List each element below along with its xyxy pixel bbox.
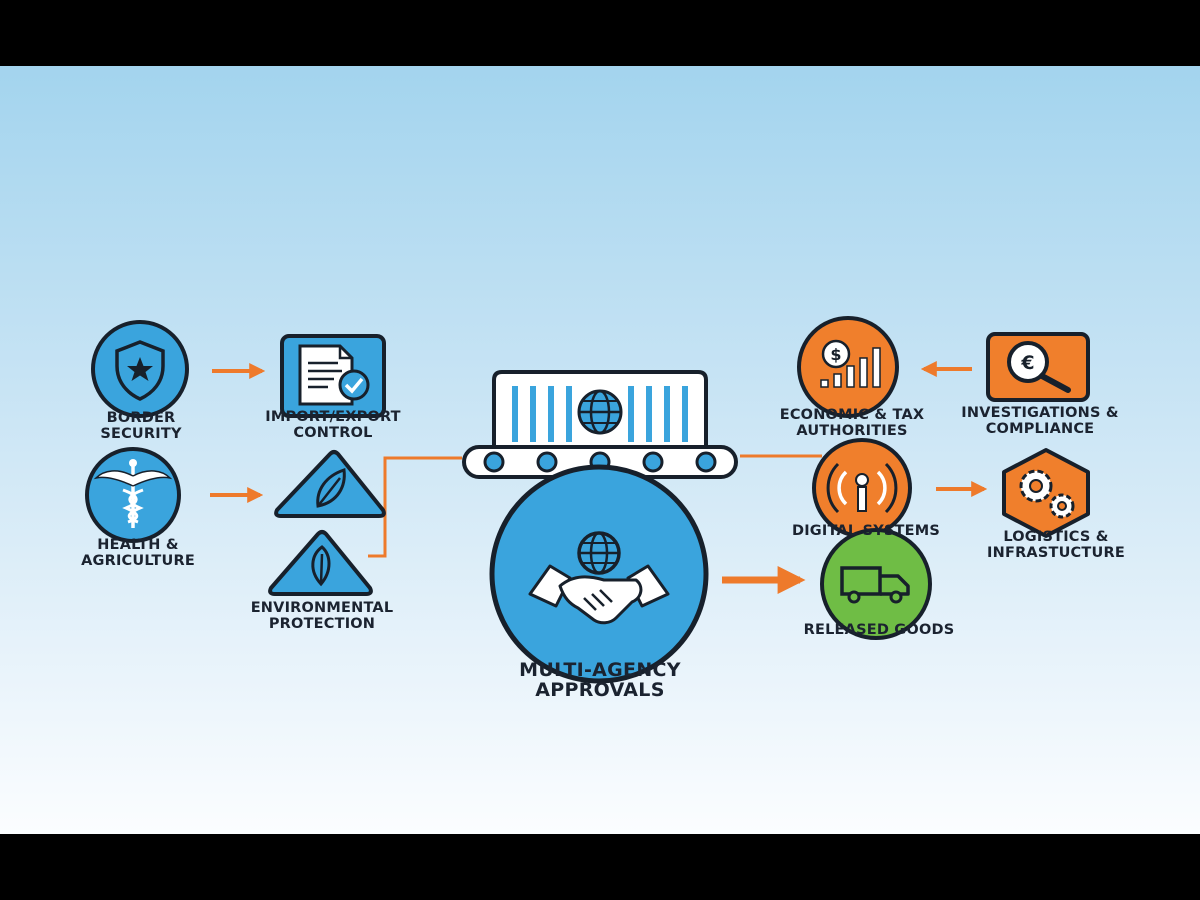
label-digital-systems: DIGITAL SYSTEMS xyxy=(766,523,966,539)
label-released-goods: RELEASED GOODS xyxy=(776,622,982,638)
label-logistics-line2: INFRASTUCTURE xyxy=(987,545,1125,561)
label-health-agriculture: HEALTH & AGRICULTURE xyxy=(58,537,218,569)
label-multi-agency: MULTI-AGENCY APPROVALS xyxy=(480,660,720,700)
label-digital-systems-line1: DIGITAL SYSTEMS xyxy=(791,523,941,539)
diagram-graphics: $ € xyxy=(85,316,1090,684)
diagram-canvas: $ € xyxy=(0,66,1200,834)
connector-environmental-to-terminal xyxy=(368,456,462,558)
leaf-icon-top xyxy=(274,450,386,518)
label-investigations: INVESTIGATIONS & COMPLIANCE xyxy=(940,405,1140,437)
handshake-globe-icon xyxy=(489,464,709,684)
label-border-security-line2: SECURITY xyxy=(100,426,182,442)
globe-conveyor-icon xyxy=(462,370,738,479)
dollar-chart-icon: $ xyxy=(797,316,899,418)
document-check-icon xyxy=(280,334,386,418)
label-logistics-line1: LOGISTICS & xyxy=(1003,529,1109,545)
label-investigations-line2: COMPLIANCE xyxy=(985,421,1095,437)
svg-text:€: € xyxy=(1020,352,1034,374)
label-economic-tax-line1: ECONOMIC & TAX xyxy=(779,407,925,423)
label-border-security-line1: BORDER xyxy=(106,410,176,426)
leaf-icon xyxy=(268,530,373,596)
label-environmental-line1: ENVIRONMENTAL xyxy=(250,600,394,616)
label-logistics: LOGISTICS & INFRASTUCTURE xyxy=(956,529,1156,561)
label-investigations-line1: INVESTIGATIONS & xyxy=(961,405,1119,421)
label-import-export-line1: IMPORT/EXPORT xyxy=(265,409,401,425)
shield-star-icon xyxy=(91,320,189,418)
flow-arrows xyxy=(210,361,988,594)
label-environmental-line2: PROTECTION xyxy=(268,616,376,632)
euro-magnifier-icon: € xyxy=(986,332,1090,402)
label-economic-tax: ECONOMIC & TAX AUTHORITIES xyxy=(752,407,952,439)
antenna-icon xyxy=(812,438,912,538)
label-border-security: BORDER SECURITY xyxy=(82,410,200,442)
gears-icon xyxy=(1002,448,1090,538)
label-released-goods-line1: RELEASED GOODS xyxy=(803,622,955,638)
label-health-agriculture-line2: AGRICULTURE xyxy=(81,553,195,569)
label-import-export-line2: CONTROL xyxy=(293,425,373,441)
truck-icon xyxy=(820,528,932,640)
svg-text:$: $ xyxy=(830,345,841,364)
label-import-export: IMPORT/EXPORT CONTROL xyxy=(238,409,428,441)
label-health-agriculture-line1: HEALTH & xyxy=(97,537,179,553)
label-multi-agency-line2: APPROVALS xyxy=(535,679,665,701)
label-economic-tax-line2: AUTHORITIES xyxy=(796,423,908,439)
label-multi-agency-line1: MULTI-AGENCY xyxy=(519,659,681,681)
caduceus-icon xyxy=(85,447,181,543)
label-environmental: ENVIRONMENTAL PROTECTION xyxy=(222,600,422,632)
